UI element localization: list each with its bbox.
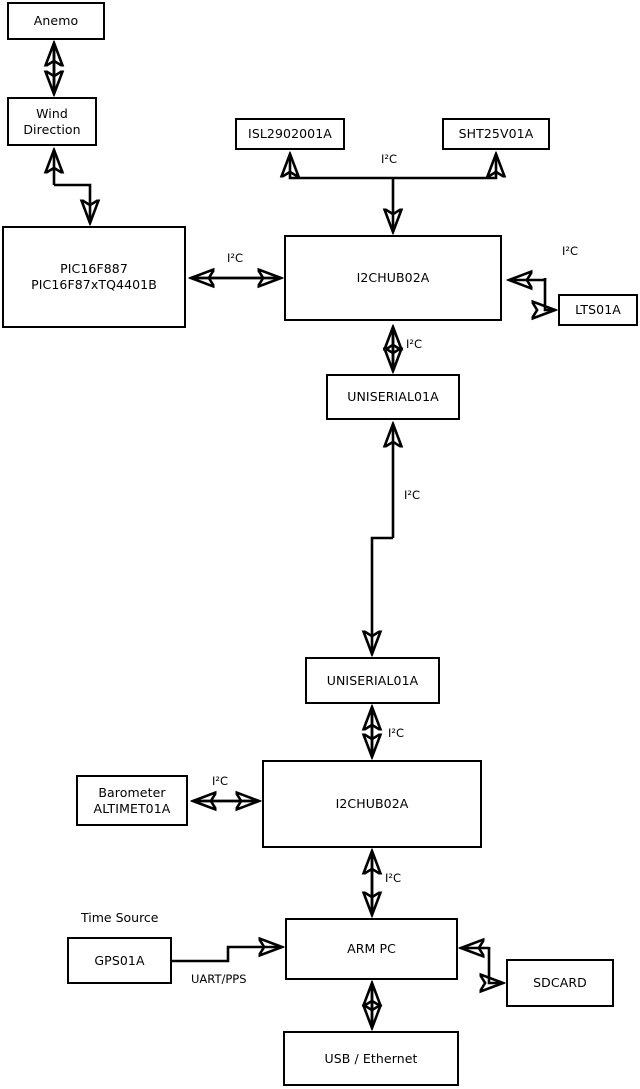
edge-label-i2c-uniserial-link: I²C <box>404 488 421 502</box>
wire-sd-to-arm <box>463 947 491 948</box>
wire-gps-arm <box>172 947 280 963</box>
wire-hub-to-lts <box>545 278 553 310</box>
edge-label-uart-pps: UART/PPS <box>191 972 247 986</box>
edge-label-i2c-sensors: I²C <box>381 152 398 166</box>
node-gps01a[interactable]: GPS01A <box>67 937 172 984</box>
node-pic-mcu[interactable]: PIC16F887 PIC16F87xTQ4401B <box>2 226 186 328</box>
wire-arm-to-sd <box>489 947 501 983</box>
wire-hub-to-sht <box>393 156 496 180</box>
node-lts01a[interactable]: LTS01A <box>558 294 638 326</box>
label-time-source: Time Source <box>81 910 159 925</box>
node-sht25v01a[interactable]: SHT25V01A <box>442 118 550 150</box>
edge-label-i2c-uniserial2-hub2: I²C <box>388 726 405 740</box>
node-uniserial01a-bottom[interactable]: UNISERIAL01A <box>305 657 440 704</box>
edge-label-i2c-baro-hub2: I²C <box>212 774 229 788</box>
node-barometer-altimet01a[interactable]: Barometer ALTIMET01A <box>76 775 188 826</box>
node-arm-pc[interactable]: ARM PC <box>285 918 458 980</box>
node-usb-ethernet[interactable]: USB / Ethernet <box>283 1031 459 1086</box>
node-i2chub02a-top[interactable]: I2CHUB02A <box>284 235 502 321</box>
wire-uniserial-down <box>372 536 393 652</box>
wire-wind-to-pic <box>54 183 90 221</box>
node-i2chub02a-bottom[interactable]: I2CHUB02A <box>262 760 482 848</box>
edge-label-i2c-hub-lts: I²C <box>562 244 579 258</box>
node-wind-direction[interactable]: Wind Direction <box>7 97 97 146</box>
edge-label-i2c-hub2-arm: I²C <box>385 871 402 885</box>
edge-label-i2c-pic-hub: I²C <box>227 251 244 265</box>
wire-hub-to-isl <box>290 156 393 180</box>
edge-label-i2c-hub-uniserial: I²C <box>406 337 423 351</box>
node-sdcard[interactable]: SDCARD <box>506 959 614 1007</box>
wire-lts-to-hub <box>511 278 547 280</box>
node-isl2902001a[interactable]: ISL2902001A <box>235 118 345 150</box>
node-anemo[interactable]: Anemo <box>7 2 105 40</box>
node-uniserial01a-top[interactable]: UNISERIAL01A <box>326 374 460 420</box>
